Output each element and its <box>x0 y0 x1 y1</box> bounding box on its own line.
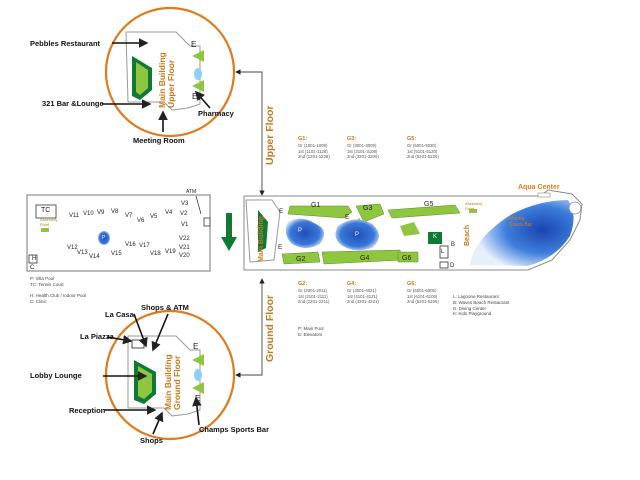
label-la-casa: La Casa <box>105 310 134 319</box>
elevator-label: E <box>195 394 201 403</box>
elevator-label: E <box>191 40 197 49</box>
room-block-g2: G2: Gr (2001-2011)1st (2101-2111)2nd (22… <box>298 281 330 305</box>
villa-v16: V16 <box>125 242 136 248</box>
ground-floor-circle <box>104 309 236 441</box>
beach-label: Beach <box>464 224 471 246</box>
villa-v5: V5 <box>150 214 158 220</box>
main-building-map-label: Main Building <box>258 216 265 262</box>
room-block-g1: G1: Gr (1001-1009)1st (1101-1128)2nd (12… <box>298 136 330 160</box>
clinic-label: C <box>30 265 35 271</box>
villa-v19: V19 <box>165 249 176 255</box>
elevator-label: E <box>279 208 284 215</box>
villa-v10: V10 <box>83 211 94 217</box>
villa-v7: V7 <box>125 213 133 219</box>
room-block-g5: G5: Gr (5001-5020)1st (5101-5120)2nd (52… <box>407 136 439 160</box>
building-g4: G4 <box>360 255 370 262</box>
villa-v4: V4 <box>165 210 173 216</box>
upper-callout-arrows <box>102 38 211 132</box>
beach-map <box>243 189 583 271</box>
label-321-bar-lounge: 321 Bar &Lounge <box>42 99 104 108</box>
kids-playground-label: K <box>433 234 438 240</box>
label-shops-atm: Shops & ATM <box>141 303 189 312</box>
green-arrow <box>221 213 237 251</box>
aqua-center-label: Aqua Center <box>518 184 560 191</box>
building-g1: G1 <box>311 202 321 209</box>
villa-v20: V20 <box>179 253 190 259</box>
label-reception: Reception <box>69 406 106 415</box>
villa-map <box>26 194 211 272</box>
villa-v13: V13 <box>77 250 88 256</box>
label-pebbles-restaurant: Pebbles Restaurant <box>30 39 101 48</box>
tennis-court-label: TC <box>41 207 51 214</box>
lagoon-restaurant-label: L <box>441 249 445 255</box>
ground-callout-arrows <box>103 313 202 435</box>
villa-v18: V18 <box>150 251 161 257</box>
label-la-piazza: La Piazza <box>80 332 114 341</box>
villa-v6: V6 <box>137 218 145 224</box>
villa-v11: V11 <box>69 213 80 219</box>
label-lobby-lounge: Lobby Lounge <box>30 371 82 380</box>
label-shops: Shops <box>140 436 163 445</box>
villa-v2: V2 <box>180 211 188 217</box>
villa-v22: V22 <box>179 236 190 242</box>
elevator-label: E <box>192 92 198 101</box>
building-g6: G6 <box>402 255 412 262</box>
pool-label: P <box>298 228 303 234</box>
villa-v14: V14 <box>89 254 100 260</box>
villa-pool-label: P <box>102 235 106 241</box>
villa-v1: V1 <box>181 222 189 228</box>
beach-restaurant-label: B <box>451 242 456 248</box>
villa-v12: V12 <box>67 245 78 251</box>
ground-floor-title: Ground Floor <box>264 294 276 362</box>
villa-v3: V3 <box>181 201 189 207</box>
diving-center-label: D <box>450 263 455 269</box>
label-meeting-room: Meeting Room <box>133 136 185 145</box>
villa-v8: V8 <box>111 209 119 215</box>
villa-v15: V15 <box>111 251 122 257</box>
label-pharmacy: Pharmacy <box>198 109 234 118</box>
villa-v21: V21 <box>179 245 190 251</box>
elevator-label: E <box>278 244 283 251</box>
elevator-label: E <box>193 342 199 351</box>
building-g5: G5 <box>424 201 434 208</box>
building-g2: G2 <box>296 256 306 263</box>
floor-connectors <box>235 69 265 378</box>
atm-label: ATM <box>186 189 197 195</box>
pool-label: P <box>355 232 360 238</box>
elevator-label: E <box>345 214 350 221</box>
room-block-g6: G6: Gr (6001-6006)1st (6101-6106)2nd (62… <box>407 281 439 305</box>
villa-v17: V17 <box>139 243 150 249</box>
room-block-g3: G3: Gr (3001-3009)1st (3101-3109)2nd (32… <box>347 136 379 160</box>
health-club-label: H <box>32 256 37 262</box>
upper-floor-title: Upper Floor <box>264 105 276 166</box>
building-g3: G3 <box>363 205 373 212</box>
label-champs-sports-bar: Champs Sports Bar <box>199 425 270 434</box>
room-block-g4: G4: Gr (4001-4021)1st (4101-4121)2nd (42… <box>347 281 379 305</box>
villa-v9: V9 <box>97 210 105 216</box>
